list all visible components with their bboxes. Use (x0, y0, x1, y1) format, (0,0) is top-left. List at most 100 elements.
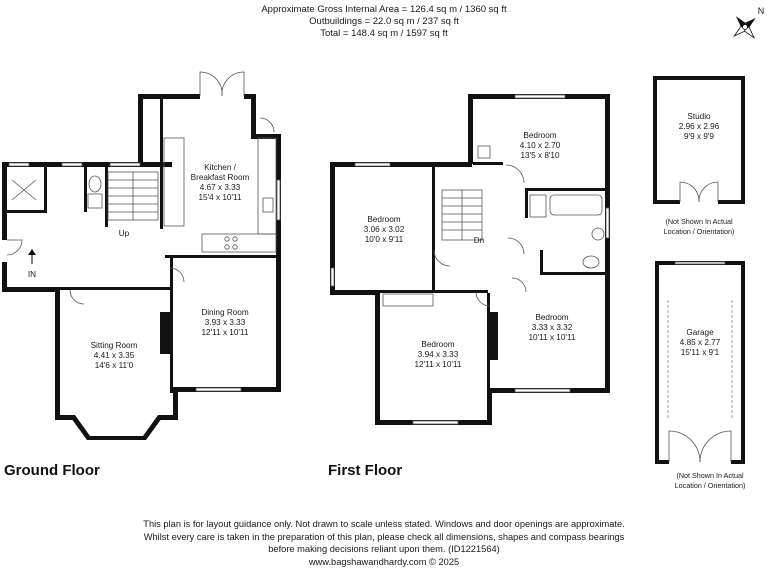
shower-icon (529, 194, 547, 218)
bedroom-left-name: Bedroom (367, 215, 400, 224)
french-door (698, 181, 719, 203)
window (109, 162, 141, 167)
wall (7, 210, 47, 213)
window (61, 162, 83, 167)
entry-arrow-icon (28, 249, 36, 264)
garage-door (699, 430, 732, 463)
bedroom-front-right-name: Bedroom (535, 313, 568, 322)
wall (276, 255, 281, 392)
bedroom-front-left-name: Bedroom (421, 340, 454, 349)
wall (605, 94, 610, 194)
wall (731, 460, 745, 464)
window (514, 94, 566, 99)
wall (540, 272, 605, 275)
window (8, 162, 30, 167)
wall (473, 162, 503, 165)
toilet-icon (88, 175, 102, 193)
garage-note-2: Location / Orientation) (675, 481, 746, 490)
studio-name: Studio (687, 112, 711, 121)
garage-plan: Garage 4.85 x 2.77 15'11 x 9'1 (Not Show… (655, 261, 745, 490)
wall (605, 190, 610, 393)
wall (173, 390, 178, 420)
garage-metric: 4.85 x 2.77 (680, 338, 721, 347)
wall (170, 258, 173, 393)
bedroom-left-metric: 3.06 x 3.02 (364, 225, 405, 234)
studio-note-2: Location / Orientation) (664, 227, 735, 236)
first-floor-title: First Floor (328, 462, 402, 479)
window (605, 207, 610, 239)
garage-imperial: 15'11 x 9'1 (681, 348, 720, 357)
window (195, 387, 242, 392)
area-summary: Approximate Gross Internal Area = 126.4 … (0, 4, 768, 40)
bedroom-front-right-imperial: 10'11 x 10'11 (529, 333, 576, 342)
bedroom-front-left-imperial: 12'11 x 10'11 (415, 360, 462, 369)
basin-icon (591, 227, 605, 241)
window (276, 179, 281, 221)
french-door (199, 71, 223, 97)
disclaimer-line-3: before making decisions reliant upon the… (268, 544, 500, 554)
studio-imperial: 9'9 x 9'9 (684, 132, 714, 141)
door (259, 117, 275, 133)
wall (330, 290, 380, 295)
wall (487, 388, 492, 425)
kitchen-imperial: 15'4 x 10'11 (198, 193, 241, 202)
staircase (441, 189, 483, 241)
door (169, 267, 185, 283)
dining-imperial: 12'11 x 10'11 (202, 328, 249, 337)
website-credit: www.bagshawandhardy.com © 2025 (308, 556, 460, 567)
wall (653, 200, 680, 204)
door (433, 249, 451, 267)
door (69, 289, 85, 305)
basin-icon (477, 145, 491, 159)
sitting-imperial: 14'6 x 11'0 (95, 361, 134, 370)
hob-icon (224, 236, 238, 250)
disclaimer-line-2: Whilst every care is taken in the prepar… (143, 531, 625, 542)
dining-name: Dining Room (201, 308, 249, 317)
ground-floor-plan: IN Up Kitchen / Breakfast Room 4.67 x 3.… (2, 71, 281, 479)
wall (525, 188, 528, 218)
wall (138, 94, 143, 166)
bedroom-front-right-metric: 3.33 x 3.32 (532, 323, 573, 332)
wall (540, 250, 543, 275)
kitchen-name: Kitchen / (204, 163, 237, 172)
staircase (107, 171, 159, 221)
wall (330, 162, 335, 295)
kitchen-metric: 4.67 x 3.33 (200, 183, 241, 192)
disclaimer: This plan is for layout guidance only. N… (0, 518, 768, 568)
bedroom-left-imperial: 10'0 x 9'11 (365, 235, 404, 244)
bedroom-rear-imperial: 13'5 x 8'10 (520, 151, 560, 160)
ground-floor-title: Ground Floor (4, 462, 100, 479)
window (354, 162, 391, 167)
bay-window (71, 415, 162, 440)
wall (653, 76, 657, 204)
wall (330, 162, 472, 167)
kitchen-counter (257, 137, 277, 235)
wall (741, 261, 745, 464)
total-area-text: Total = 148.4 sq m / 1597 sq ft (320, 28, 448, 39)
chimney-breast (160, 312, 171, 354)
wall (432, 167, 435, 292)
outbuildings-area-text: Outbuildings = 22.0 sq m / 237 sq ft (309, 16, 459, 27)
wall (525, 188, 605, 191)
wall (655, 261, 659, 464)
garage-name: Garage (686, 328, 714, 337)
wall (380, 290, 488, 293)
door (505, 164, 525, 184)
wall (2, 162, 172, 167)
sitting-metric: 4.41 x 3.35 (94, 351, 135, 360)
wall (251, 94, 256, 138)
gross-area-text: Approximate Gross Internal Area = 126.4 … (261, 4, 507, 15)
dining-metric: 3.93 x 3.33 (205, 318, 246, 327)
french-door (221, 71, 245, 97)
wall (84, 167, 87, 212)
kitchen-name-2: Breakfast Room (191, 173, 250, 182)
kitchen-counter (163, 137, 185, 227)
door (507, 237, 525, 255)
sitting-name: Sitting Room (91, 341, 138, 350)
basin-icon (87, 193, 103, 209)
wall (165, 255, 276, 258)
chimney-breast (488, 312, 498, 360)
wall (653, 76, 745, 80)
wall (160, 99, 163, 229)
wall (138, 94, 200, 99)
